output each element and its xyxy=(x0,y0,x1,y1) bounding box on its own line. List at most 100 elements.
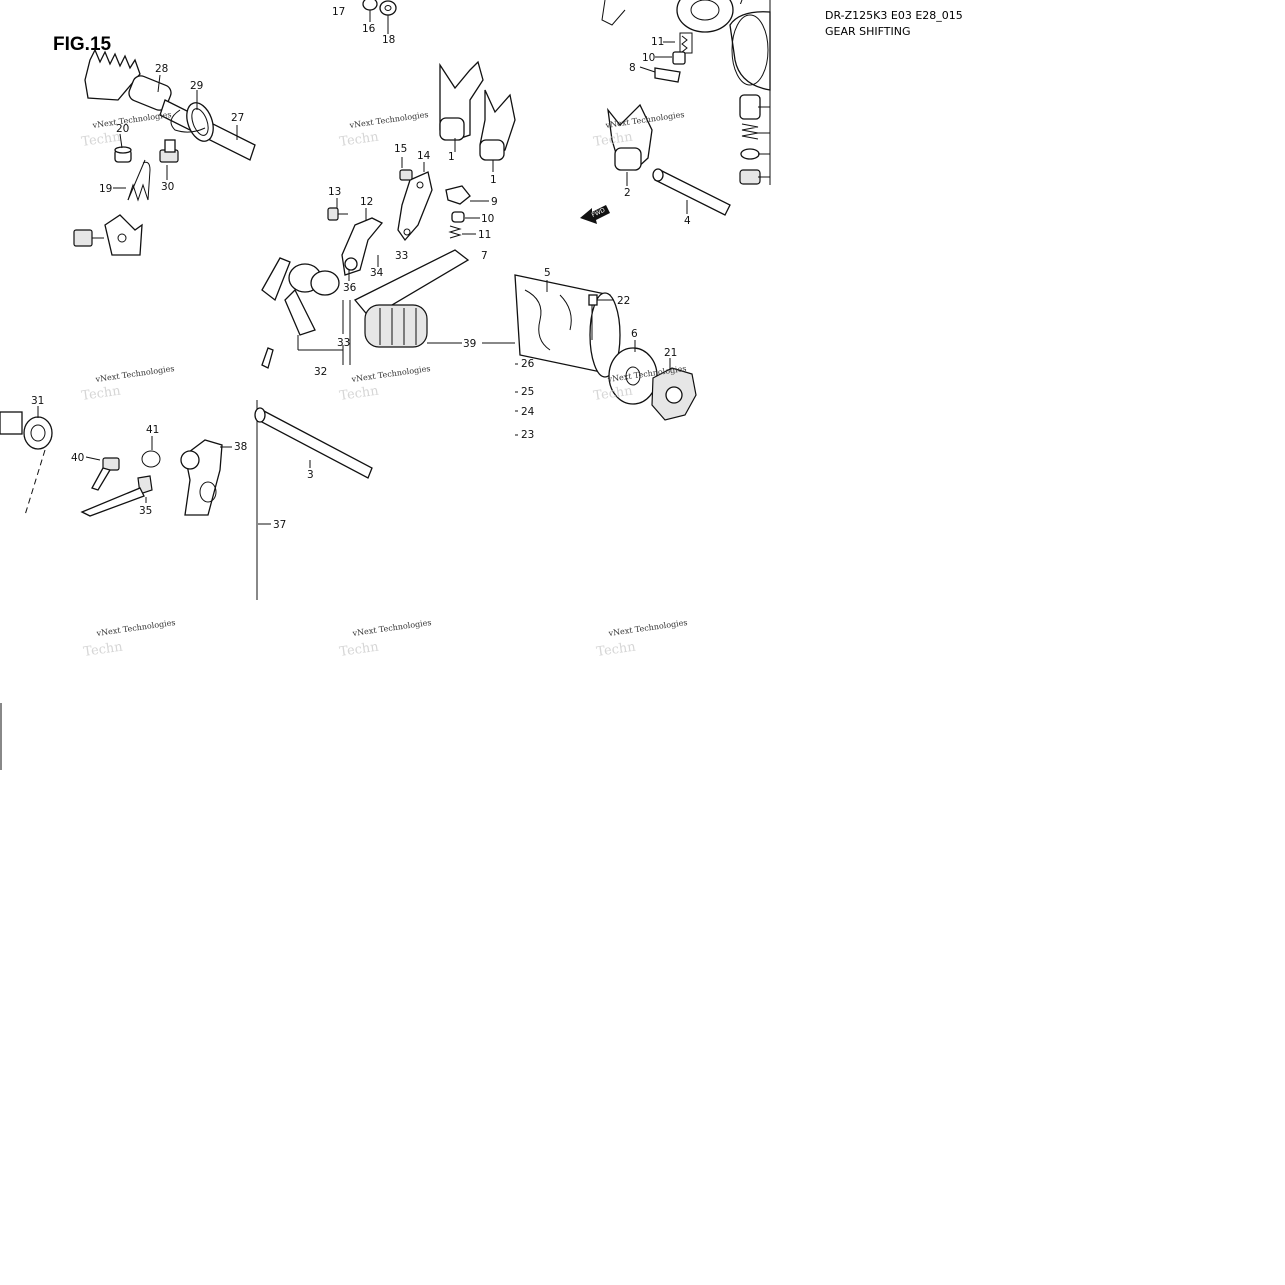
svg-text:vNext Technologies: vNext Technologies xyxy=(351,618,432,638)
svg-text:Techn: Techn xyxy=(80,130,122,150)
part-plate-14 xyxy=(397,171,433,242)
callout-9: 9 xyxy=(491,196,498,208)
svg-text:vNext Technologies: vNext Technologies xyxy=(607,618,688,638)
part-bearing-31 xyxy=(0,411,53,450)
part-spring-19 xyxy=(127,159,151,202)
svg-text:vNext Technologies: vNext Technologies xyxy=(348,110,429,130)
part-shift-fork-1a xyxy=(439,60,484,141)
part-axis-line xyxy=(24,449,46,516)
callout-11a: 11 xyxy=(651,36,664,48)
part-shift-fork-1b xyxy=(479,89,516,161)
callout-30: 30 xyxy=(161,181,174,193)
part-cam-21 xyxy=(651,367,697,421)
part-lever-38 xyxy=(180,439,223,516)
callout-21: 21 xyxy=(664,347,677,359)
callout-35: 35 xyxy=(139,505,152,517)
callout-3: 3 xyxy=(307,469,314,481)
svg-text:vNext Technologies: vNext Technologies xyxy=(94,364,175,384)
callout-26: 26 xyxy=(521,358,535,370)
part-drum-top-right xyxy=(601,0,771,91)
svg-text:Techn: Techn xyxy=(592,384,634,404)
svg-text:vNext Technologies: vNext Technologies xyxy=(91,110,172,130)
svg-text:Techn: Techn xyxy=(82,640,124,660)
callout-13: 13 xyxy=(328,186,341,198)
callout-8: 8 xyxy=(629,62,636,74)
model-code: DR-Z125K3 E03 E28_015 xyxy=(825,9,963,22)
callout-14: 14 xyxy=(417,150,431,162)
leader-lines xyxy=(37,41,770,525)
callout-33: 33 xyxy=(337,337,350,349)
part-screw-15 xyxy=(399,169,413,181)
callout-40: 40 xyxy=(71,452,84,464)
callout-17: 17 xyxy=(332,6,345,18)
part-gearshift-shaft xyxy=(84,48,256,161)
callout-25: 25 xyxy=(521,386,534,398)
callout-38: 38 xyxy=(234,441,247,453)
callout-11b: 11 xyxy=(478,229,491,241)
part-shift-arm-32 xyxy=(261,257,340,336)
callout-23: 23 xyxy=(521,429,534,441)
svg-text:vNext Technologies: vNext Technologies xyxy=(350,364,431,384)
callout-7a: 7 xyxy=(738,0,745,7)
part-washer-group-16-18 xyxy=(362,0,397,34)
callout-16: 16 xyxy=(362,23,376,35)
svg-text:Techn: Techn xyxy=(338,384,380,404)
part-shaft-3 xyxy=(254,407,373,479)
callout-32: 32 xyxy=(314,366,327,378)
callout-22: 22 xyxy=(617,295,630,307)
callout-27: 27 xyxy=(231,112,244,124)
svg-text:Techn: Techn xyxy=(338,130,380,150)
callout-19: 19 xyxy=(99,183,112,195)
part-pin-10 xyxy=(451,211,465,223)
part-shift-fork-2 xyxy=(607,103,653,171)
part-lever-left xyxy=(73,214,143,256)
callout-1b: 1 xyxy=(490,174,497,186)
part-stopper-12 xyxy=(341,217,384,276)
part-bolt-13 xyxy=(327,207,348,221)
callout-29: 29 xyxy=(190,80,203,92)
part-fragment xyxy=(261,347,274,369)
part-bolt-30 xyxy=(159,139,179,163)
figure-number: FIG.15 xyxy=(53,34,112,55)
diagram-subtitle: GEAR SHIFTING xyxy=(825,25,911,38)
callout-31: 31 xyxy=(31,395,44,407)
callout-20: 20 xyxy=(116,123,129,135)
part-pin-22 xyxy=(588,294,598,306)
part-pin-20 xyxy=(114,146,132,163)
callout-4: 4 xyxy=(684,215,691,227)
callout-2: 2 xyxy=(624,187,631,199)
svg-text:Techn: Techn xyxy=(592,130,634,150)
callout-labels: 1 1 2 3 4 5 6 7 7 8 9 10 10 11 11 12 13 … xyxy=(31,0,745,531)
svg-text:Techn: Techn xyxy=(595,640,637,660)
part-fork-shaft-4 xyxy=(652,168,731,216)
callout-10a: 10 xyxy=(642,52,655,64)
part-circlip-41 xyxy=(141,450,161,468)
fwd-arrow: FWD xyxy=(580,205,610,224)
callout-24: 24 xyxy=(521,406,535,418)
part-nut-35 xyxy=(80,475,153,517)
callout-7b: 7 xyxy=(481,250,488,262)
part-washer-6 xyxy=(608,347,658,405)
callout-36: 36 xyxy=(343,282,357,294)
callout-37: 37 xyxy=(273,519,286,531)
callout-1a: 1 xyxy=(448,151,455,163)
part-spring-11 xyxy=(448,225,462,239)
callout-15: 15 xyxy=(394,143,407,155)
part-gearshift-lever-39 xyxy=(349,249,470,365)
svg-text:Techn: Techn xyxy=(338,640,380,660)
callout-5: 5 xyxy=(544,267,551,279)
callout-33-partial: 33 xyxy=(395,250,408,262)
callout-18: 18 xyxy=(382,34,395,46)
callout-34: 34 xyxy=(370,267,384,279)
svg-text:vNext Technologies: vNext Technologies xyxy=(95,618,176,638)
part-detent-stack xyxy=(739,94,761,185)
callout-39: 39 xyxy=(463,338,476,350)
part-pin-spring-stack xyxy=(654,32,693,83)
part-pawl-9 xyxy=(445,185,471,205)
callout-6: 6 xyxy=(631,328,638,340)
part-bolt-40 xyxy=(91,457,120,491)
callout-41: 41 xyxy=(146,424,159,436)
callout-10b: 10 xyxy=(481,213,494,225)
callout-28: 28 xyxy=(155,63,168,75)
